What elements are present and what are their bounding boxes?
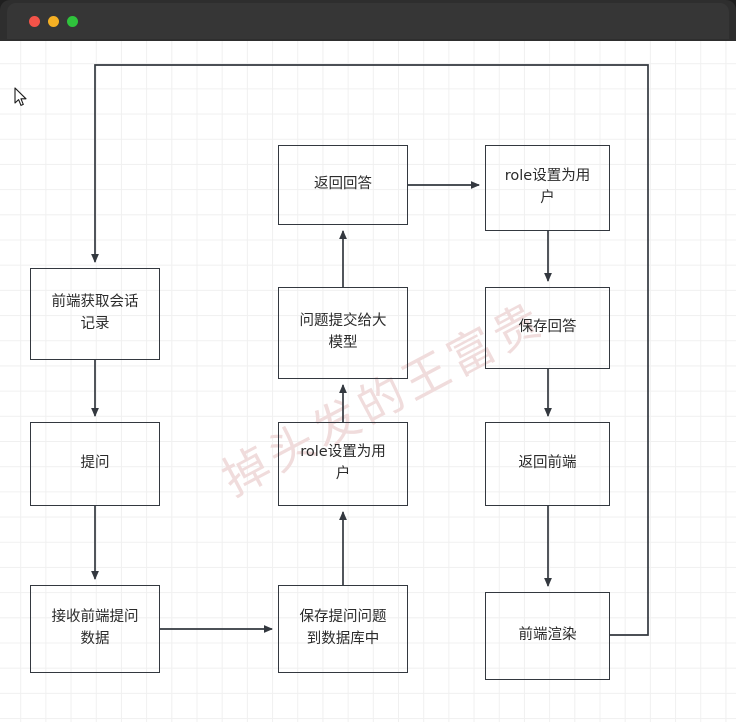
node-return-answer[interactable]: 返回回答 — [278, 145, 408, 225]
node-receive-frontend-question-data[interactable]: 接收前端提问数据 — [30, 585, 160, 673]
maximize-window-button[interactable] — [67, 16, 78, 27]
window-titlebar — [7, 3, 729, 39]
flowchart-connectors — [91, 64, 649, 636]
close-window-button[interactable] — [29, 16, 40, 27]
node-set-role-user-right[interactable]: role设置为用户 — [485, 145, 610, 231]
node-ask-question[interactable]: 提问 — [30, 422, 160, 506]
diagram-canvas[interactable]: 掉头发的王富贵 — [0, 41, 736, 722]
edge-render-loop-back — [91, 64, 649, 636]
node-save-answer[interactable]: 保存回答 — [485, 287, 610, 369]
node-return-to-frontend[interactable]: 返回前端 — [485, 422, 610, 506]
node-frontend-render[interactable]: 前端渲染 — [485, 592, 610, 680]
minimize-window-button[interactable] — [48, 16, 59, 27]
node-set-role-user-middle[interactable]: role设置为用户 — [278, 422, 408, 506]
node-submit-question-to-model[interactable]: 问题提交给大模型 — [278, 287, 408, 379]
node-save-question-to-database[interactable]: 保存提问问题到数据库中 — [278, 585, 408, 673]
node-frontend-fetch-session[interactable]: 前端获取会话记录 — [30, 268, 160, 360]
